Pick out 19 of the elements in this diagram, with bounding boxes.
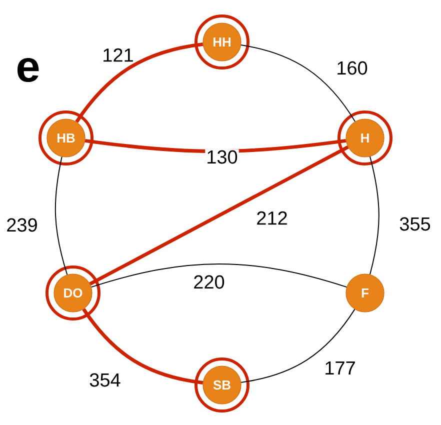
edge-label: 130: [205, 149, 239, 165]
edge-line: [240, 308, 356, 383]
edge-line: [54, 156, 68, 276]
edge-line: [90, 263, 348, 288]
edge-line: [240, 44, 356, 122]
title-fragment: e: [18, 58, 39, 82]
edge-label: 355: [398, 216, 432, 232]
edge-line: [89, 146, 349, 286]
edge-label: 239: [5, 217, 39, 233]
edge-label: 354: [88, 372, 122, 388]
edge-line: [370, 156, 380, 275]
edge-line: [75, 42, 204, 123]
edge-label: 121: [101, 47, 135, 63]
edge-label: 212: [255, 210, 289, 226]
edge-label: 160: [335, 60, 369, 76]
edge-line: [84, 138, 346, 154]
edge-label: 220: [192, 274, 226, 290]
edge-label: 177: [323, 360, 357, 376]
edge-line: [82, 308, 204, 384]
